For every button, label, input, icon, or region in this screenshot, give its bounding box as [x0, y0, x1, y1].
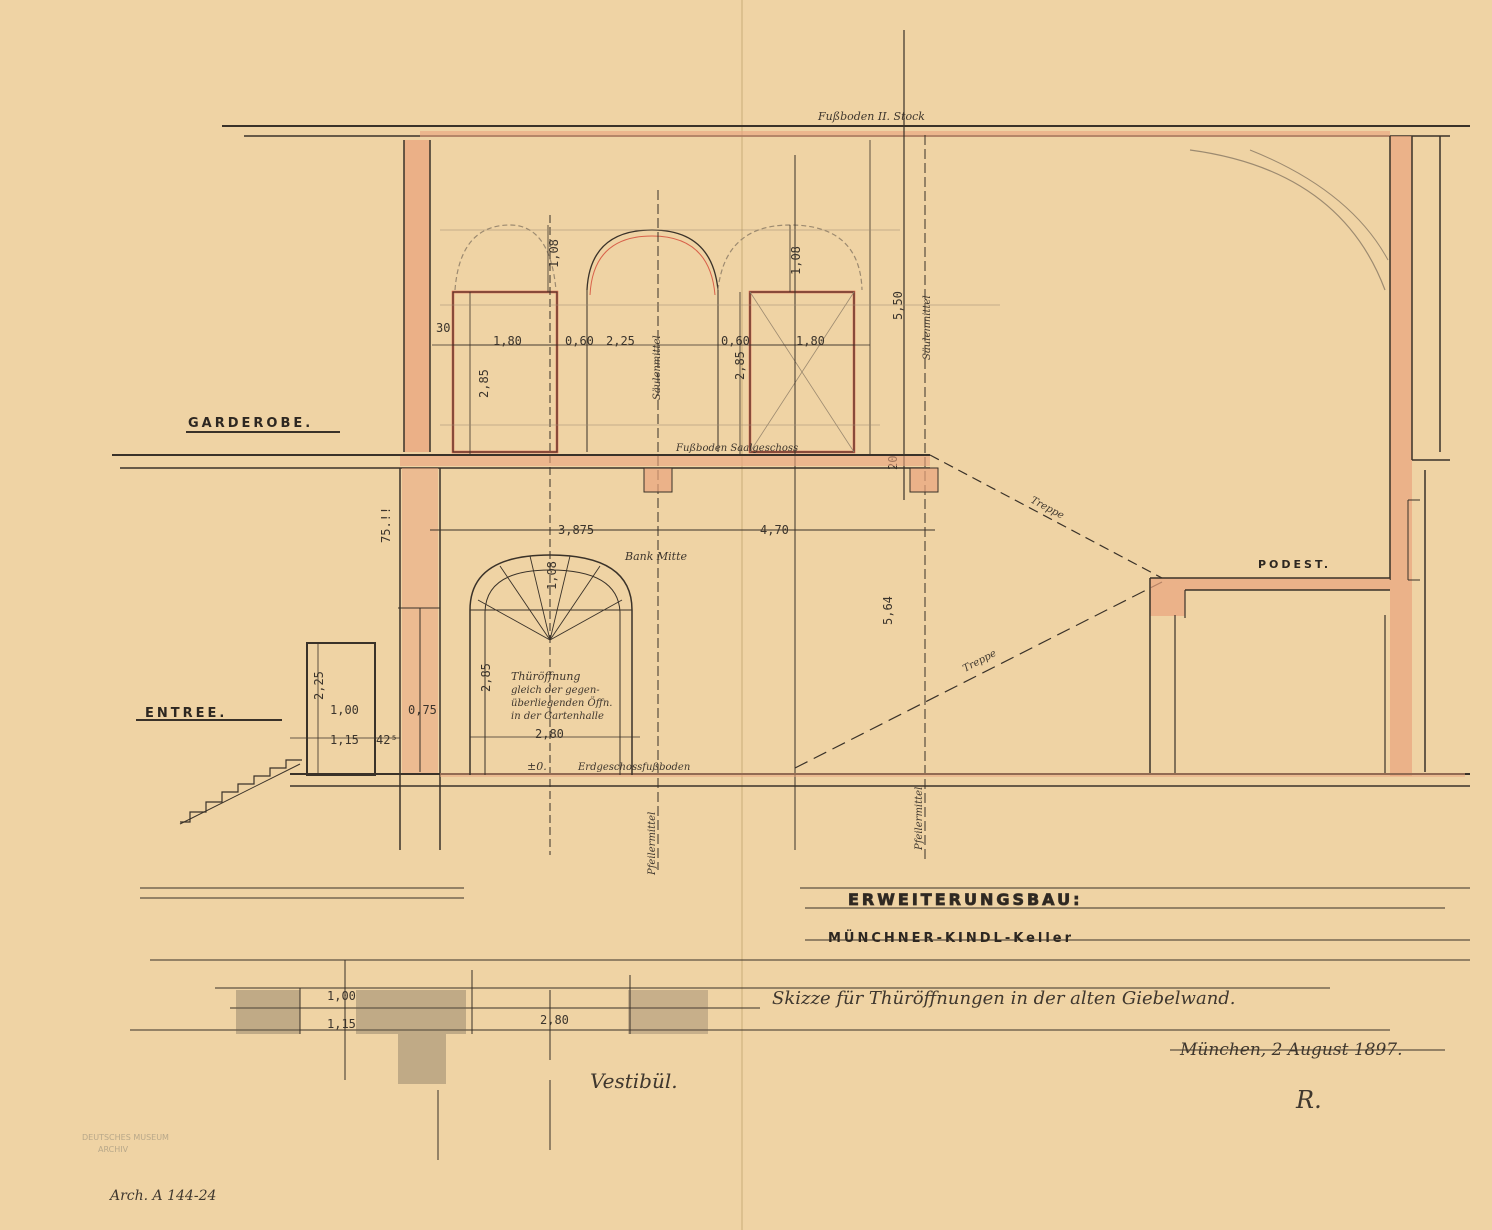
- dim-285-b: 2,85: [733, 351, 747, 380]
- dim-108-a: 1,08: [547, 239, 561, 268]
- note-line-4: in der Gartenhalle: [511, 711, 604, 722]
- title-line-2: MÜNCHNER-KINDL-Keller: [828, 930, 1074, 946]
- ground-floor: [290, 773, 1470, 840]
- title-line-3: Skizze für Thüröffnungen in der alten Gi…: [772, 988, 1236, 1009]
- upper-door-right: [748, 290, 856, 454]
- dim-280-b: 2,80: [540, 1013, 569, 1027]
- archive-stamp-line-2: ARCHIV: [98, 1145, 129, 1154]
- note-line-3: überliegenden Öffn.: [511, 697, 612, 709]
- upper-floor-lines: [222, 125, 1470, 137]
- mid-floor-label: Fußboden Saalgeschoss: [675, 443, 798, 454]
- vault-curve: [1189, 149, 1386, 291]
- main-arched-door: [469, 554, 640, 775]
- column-center-label-1: Säulenmittel: [652, 335, 663, 400]
- upper-door-left: [451, 290, 559, 454]
- upper-walls: [403, 136, 1450, 776]
- landing: [1149, 577, 1390, 775]
- dim-225-b: 2,25: [312, 671, 326, 700]
- dim-564: 5,64: [881, 596, 895, 625]
- dim-280: 2,80: [535, 727, 564, 741]
- podest-label: PODEST.: [1258, 558, 1331, 571]
- dim-075: 0,75: [408, 703, 437, 717]
- dim-30-a: 30: [436, 321, 450, 335]
- title-line-1: ERWEITERUNGSBAU:: [848, 890, 1082, 909]
- stair-label-lower: Treppe: [961, 648, 998, 675]
- stair-lines: [794, 454, 1163, 769]
- vestibul-label: Vestibül.: [590, 1069, 678, 1093]
- pier-center-label-1: Pfeilermittel: [647, 812, 658, 876]
- bank-mitte-label: Bank Mitte: [624, 550, 688, 563]
- dim-75: 75.!!: [379, 507, 393, 543]
- vestibule-plan: [215, 960, 1330, 1160]
- dim-180-b: 1,80: [796, 334, 825, 348]
- dim-060-a: 0,60: [565, 334, 594, 348]
- note-line-1: Thüröffnung: [511, 670, 580, 683]
- note-line-2: gleich der gegen-: [511, 685, 600, 696]
- garderobe-label: GARDEROBE.: [188, 416, 313, 431]
- inventory-number: Arch. A 144-24: [108, 1188, 216, 1204]
- lower-walls: [398, 468, 441, 850]
- title-date: München, 2 August 1897.: [1179, 1040, 1403, 1060]
- dim-425: 42⁵: [376, 733, 398, 747]
- ground-zero-label: ±0.: [527, 760, 547, 773]
- title-block-lines: [130, 887, 1470, 1051]
- steps-slope: [179, 763, 301, 825]
- dim-108-b: 1,08: [789, 246, 803, 275]
- dim-115-b: 1,15: [327, 1017, 356, 1031]
- dim-108-c: 1,08: [545, 561, 559, 590]
- mid-floor: [112, 454, 939, 493]
- dim-225: 2,25: [606, 334, 635, 348]
- upper-floor-label: Fußboden II. Stock: [817, 110, 925, 123]
- dim-115: 1,15: [330, 733, 359, 747]
- entrance-steps: [180, 759, 302, 823]
- column-center-label-2: Säulenmittel: [922, 295, 933, 360]
- dim-3875: 3,875: [558, 523, 594, 537]
- dim-180-a: 1,80: [493, 334, 522, 348]
- ground-floor-label: Erdgeschossfußboden: [577, 762, 690, 773]
- dim-550: 5,50: [891, 291, 905, 320]
- dim-285-c: 2,85: [479, 663, 493, 692]
- archive-stamp-line-1: DEUTSCHES MUSEUM: [82, 1133, 169, 1142]
- entrance-door: [290, 642, 400, 776]
- entree-label: ENTREE.: [145, 706, 227, 721]
- dim-285-a: 2,85: [477, 369, 491, 398]
- dim-100-b: 1,00: [327, 989, 356, 1003]
- vault-curve-2: [1249, 149, 1389, 261]
- upper-dimension-lines: [432, 140, 1000, 455]
- pier-center-label-2: Pfeilermittel: [914, 787, 925, 851]
- signature: R.: [1295, 1086, 1322, 1114]
- dim-470: 4,70: [760, 523, 789, 537]
- dim-060-b: 0,60: [721, 334, 750, 348]
- dim-100: 1,00: [330, 703, 359, 717]
